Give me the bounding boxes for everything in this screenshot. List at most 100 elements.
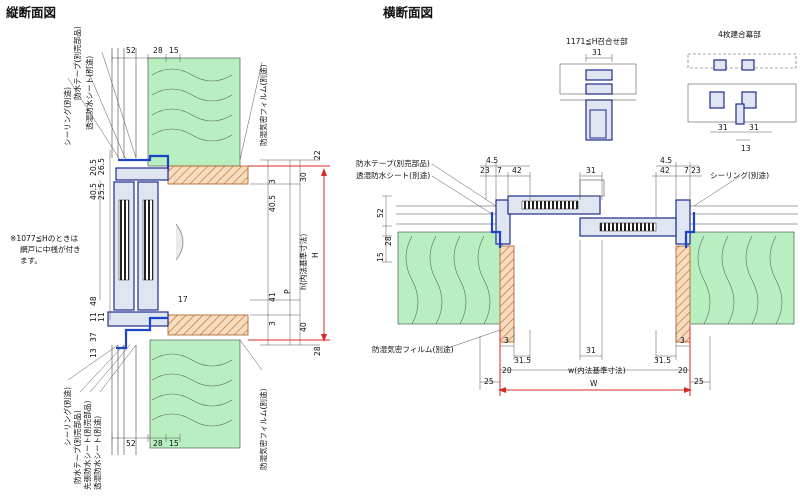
- h-jamb-right: [675, 199, 691, 245]
- dim-a-31: 31: [592, 48, 602, 57]
- h-top-dim-lines: [480, 162, 702, 218]
- detail-a-title: 1171≦H召合せ部: [566, 36, 628, 46]
- h-jamb-left-outline: [490, 212, 502, 248]
- dim-h-left-52: 52: [376, 208, 385, 218]
- dim-h-top-31: 31: [586, 166, 596, 175]
- dim-v-left-20-5: 20.5: [89, 159, 98, 176]
- dim-h-bot-25a: 25: [484, 377, 494, 386]
- dim-h-top-42b: 42: [660, 166, 670, 175]
- h-meeting-stile: [579, 179, 605, 197]
- h-leaders: [431, 163, 741, 349]
- frame-sill-outline: [116, 316, 168, 350]
- detail-b: [687, 53, 797, 141]
- dim-h-top-4-5a: 4.5: [486, 156, 498, 165]
- h-label-sealing: シーリング(別途): [710, 170, 769, 180]
- height-arrow-bottom: [321, 334, 327, 342]
- dim-v-right-40-5: 40.5: [268, 195, 277, 212]
- h-wood-right: [675, 245, 691, 343]
- h-insulation-right: [687, 231, 795, 325]
- dim-v-top-28: 28: [153, 46, 163, 55]
- dim-h-top-23: 23: [480, 166, 490, 175]
- dim-h-top-4-5b: 4.5: [660, 156, 672, 165]
- dim-h-bot-31: 31: [586, 346, 596, 355]
- dim-h-left-28: 28: [384, 236, 393, 246]
- vertical-leaders: [67, 51, 263, 393]
- dim-v-p: P: [283, 289, 292, 294]
- label-sheet-top: 透湿防水シート(別途): [84, 56, 94, 130]
- detail-b-title: 4枚建合幕部: [718, 29, 761, 39]
- inner-glass: [142, 199, 154, 281]
- dim-v-bot-52: 52: [126, 439, 136, 448]
- insulation-top: [147, 57, 241, 167]
- horizontal-section-title: 横断面図: [383, 5, 433, 20]
- dim-h-inner-width: w(内法基準寸法): [568, 365, 626, 375]
- label-sealing-bottom: シーリング(別途): [62, 387, 72, 446]
- dim-h-bot-25b: 25: [694, 377, 704, 386]
- horizontal-section: 1171≦H召合せ部 4枚建合幕部 31 31: [356, 29, 798, 396]
- h-label-tape: 防水テープ(別売部品): [356, 158, 430, 168]
- dim-v-right-28: 28: [313, 346, 322, 356]
- h-label-sheet: 透湿防水シート(別途): [356, 170, 430, 180]
- dim-h-bot-3b: 3: [680, 336, 685, 345]
- dim-v-right-3b: 3: [268, 321, 277, 326]
- h-left-dim-lines: [382, 195, 392, 263]
- h-insulation-left: [397, 231, 503, 325]
- wood-sill: [167, 314, 249, 336]
- label-tape-top: 防水テープ(別売部品): [72, 26, 82, 100]
- width-arrow-right: [684, 387, 692, 393]
- dim-v-left-13: 13: [89, 348, 98, 358]
- wood-head: [167, 165, 249, 185]
- h-insulation-pattern: [405, 235, 783, 325]
- dim-v-height: H: [311, 252, 320, 258]
- wall-lines: [111, 48, 137, 455]
- dim-b-31b: 31: [749, 123, 759, 132]
- dim-h-top-7a: 7: [497, 166, 502, 175]
- dim-h-bot-20a: 20: [502, 366, 512, 375]
- vertical-section: 52 28 15 52 28 15 40.5 25.5 26.5 20.5 48…: [10, 26, 330, 490]
- dim-b-13: 13: [741, 144, 751, 153]
- insulation-pattern: [151, 68, 233, 427]
- label-sealing-top: シーリング(別途): [62, 87, 72, 146]
- h-jamb-right-outline: [684, 212, 696, 248]
- dim-v-left-11b: 11: [97, 312, 106, 322]
- dim-v-left-25-5: 25.5: [97, 183, 106, 200]
- label-sheet-bottom: 透湿防水シート(別途): [92, 416, 102, 490]
- dim-h-bot-31-5a: 31.5: [514, 356, 531, 365]
- dim-v-top-52: 52: [126, 46, 136, 55]
- dim-h-top-7b: 7: [684, 166, 689, 175]
- dim-h-width: W: [590, 379, 598, 388]
- label-vapor-top: 防湿気密フィルム(別途): [258, 64, 268, 146]
- width-arrow-left: [498, 387, 506, 393]
- dim-h-bot-3a: 3: [504, 336, 509, 345]
- dim-h-left-15: 15: [376, 252, 385, 262]
- label-vapor-bottom: 防湿気密フィルム(別途): [258, 388, 268, 470]
- dim-v-right-30: 30: [299, 172, 308, 182]
- h-label-vapor: 防湿気密フィルム(別途): [372, 344, 454, 354]
- frame-head-outline: [118, 154, 170, 170]
- dim-h-top-23b: 23: [691, 166, 701, 175]
- screen-curve: [175, 223, 184, 261]
- dim-v-top-15: 15: [169, 46, 179, 55]
- h-inner-glass: [599, 222, 657, 232]
- dim-v-right-40: 40: [299, 322, 308, 332]
- h-outer-glass: [521, 200, 579, 210]
- dim-v-left-37: 37: [89, 332, 98, 342]
- label-flashing-bottom: 先張防水シート(別売部品): [82, 401, 92, 490]
- note-line-3: ます。: [20, 256, 42, 265]
- dim-v-right-3a: 3: [268, 179, 277, 184]
- dim-h-bot-31-5b: 31.5: [654, 356, 671, 365]
- dim-v-left-11a: 11: [89, 312, 98, 322]
- label-tape-bottom: 防水テープ(別売部品): [72, 410, 82, 484]
- dim-v-left-40-5: 40.5: [89, 183, 98, 200]
- dim-h-bot-20b: 20: [678, 366, 688, 375]
- insulation-bottom: [149, 339, 241, 449]
- h-bottom-dim-lines: [479, 240, 711, 390]
- dim-h-top-42a: 42: [512, 166, 522, 175]
- height-arrow-top: [321, 168, 327, 176]
- dim-v-bot-15: 15: [169, 439, 179, 448]
- dim-v-inner-height: h(内法基準寸法): [298, 234, 308, 290]
- vertical-top-dimension-lines: [99, 54, 320, 442]
- note-line-1: ※1077≦Hのときは: [10, 234, 79, 243]
- dim-v-left-26-5: 26.5: [97, 158, 106, 175]
- dim-v-right-22: 22: [313, 150, 322, 160]
